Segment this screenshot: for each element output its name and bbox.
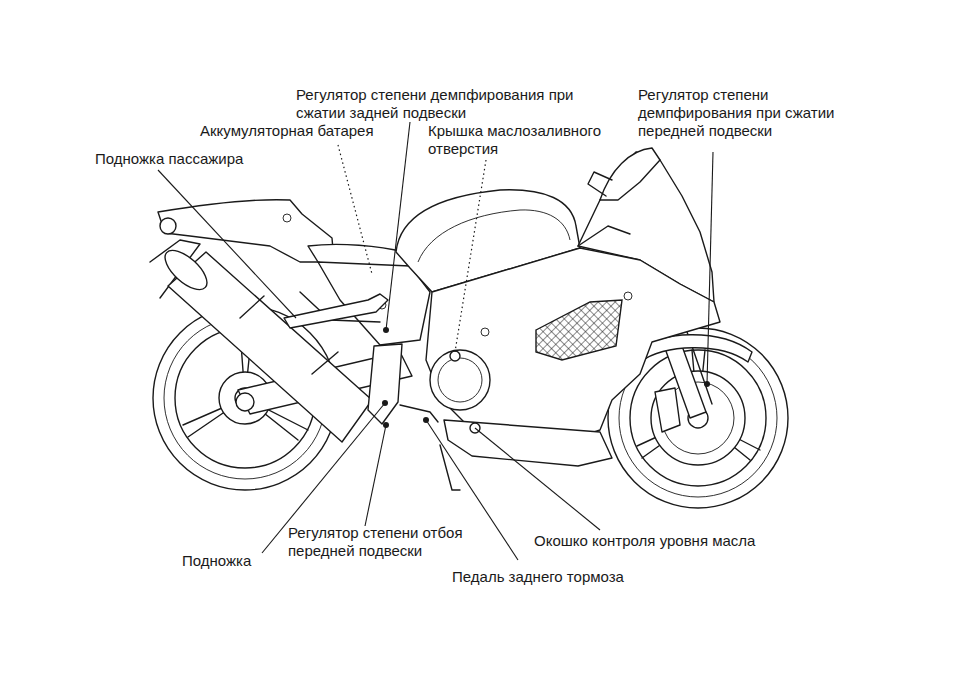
tail-light (160, 218, 176, 234)
leader-line (475, 428, 600, 530)
front-caliper (655, 388, 680, 432)
muffler-bands (240, 296, 338, 374)
side-fairing (426, 248, 720, 440)
brake-pedal (400, 405, 438, 422)
leader-line-dotted (455, 160, 486, 352)
part-label: Подножка (182, 552, 251, 570)
engine-cover (430, 350, 490, 410)
oil-filler-cap (450, 351, 460, 361)
handlebar (578, 226, 630, 246)
fairing-vent-mesh (536, 300, 622, 360)
belly-pan (444, 420, 612, 466)
tank-line (418, 210, 570, 262)
part-label: Регулятор степени демпфирования при сжат… (296, 86, 586, 122)
part-label: Педаль заднего тормоза (452, 568, 624, 586)
front-brake-disc (651, 371, 745, 465)
engine-cover-inner (438, 358, 482, 402)
part-label: Регулятор степени демпфирования при сжат… (638, 86, 870, 140)
rider-footpeg-bracket (368, 344, 402, 424)
tail-cowl (158, 200, 334, 262)
front-rim (630, 350, 766, 486)
windscreen (600, 148, 660, 200)
axle-nut (236, 393, 254, 411)
bolt (624, 292, 632, 300)
leader-line (365, 425, 386, 526)
leader-line (386, 122, 410, 330)
leader-line (707, 152, 713, 384)
part-label: Регулятор степени отбоя передней подвеск… (288, 524, 503, 560)
muffler-end-cap (159, 244, 214, 297)
bolt (481, 328, 489, 336)
passenger-footpeg (284, 294, 388, 328)
part-label: Окошко контроля уровня масла (534, 532, 755, 550)
part-label: Подножка пассажира (95, 150, 243, 168)
leader-line-dotted (338, 145, 372, 274)
mirror (588, 172, 612, 196)
leader-line (158, 170, 296, 318)
bolt (283, 214, 291, 222)
part-label: Аккумуляторная батарея (200, 122, 374, 140)
part-label: Крышка маслозаливного отверстия (428, 122, 628, 158)
